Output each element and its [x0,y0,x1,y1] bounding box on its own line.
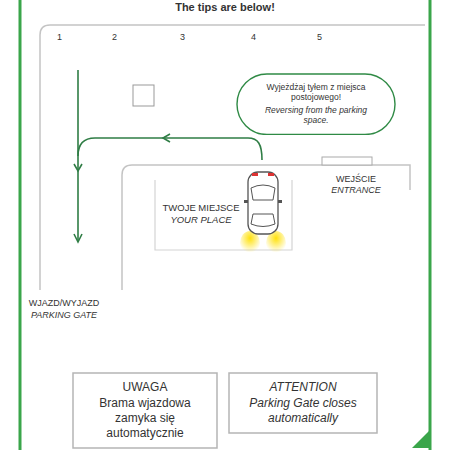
notice-box: UWAGABrama wjazdowa zamyka się automatyc… [72,372,218,449]
entrance-label: WEJŚCIE [326,174,386,184]
frame-line [429,0,432,450]
frame-line [19,0,22,450]
node-heading: Wyjeżdżaj tyłem z miejsca postojowego! [257,82,375,103]
page-title: The tips are below! [0,1,450,13]
callout-number: 2 [112,32,117,42]
node-body: Parking Gate closes automatically [241,396,365,426]
lot-outline [40,25,425,290]
car [244,172,282,234]
place-label: YOUR PLACE [160,214,242,225]
gate-label: WJAZD/WYJAZD [26,298,102,308]
place-label: TWOJE MIEJSCE [160,202,242,213]
entrance-door [322,157,372,165]
callout-number: 5 [317,32,322,42]
callout-number: 1 [57,32,62,42]
callout-number: 4 [251,32,256,42]
node-body: Brama wjazdowa zamyka się automatycznie [85,396,205,441]
callout-bubble: Wyjeżdżaj tyłem z miejsca postojowego!Re… [236,73,396,136]
notice-box: ATTENTIONParking Gate closes automatical… [228,372,378,434]
node-heading: UWAGA [85,380,205,395]
frame-corner [412,430,430,448]
node-body: Reversing from the parking space. [257,105,375,126]
entrance-label: ENTRANCE [326,185,386,195]
gate-label: PARKING GATE [26,310,102,320]
node-heading: ATTENTION [241,380,365,395]
lot-block [122,165,410,290]
route [74,70,262,242]
pillar [133,85,154,106]
callout-number: 3 [180,32,185,42]
